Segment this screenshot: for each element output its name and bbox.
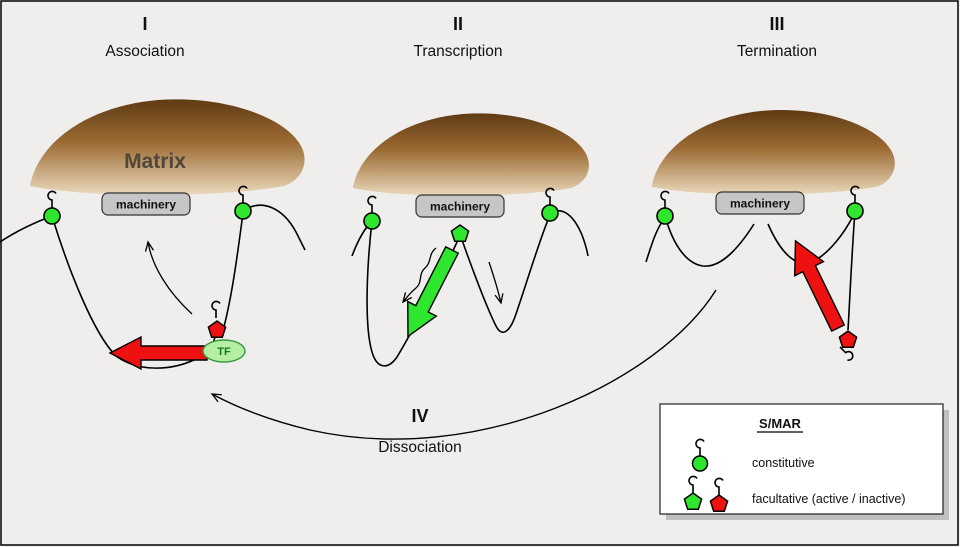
- chromatin-strand-segment: [847, 210, 856, 331]
- machinery-box-rect: [715, 191, 805, 215]
- stage-one-numeral: I: [142, 14, 147, 34]
- panel-termination: machinery: [645, 109, 895, 363]
- matrix-label: Matrix: [124, 150, 186, 173]
- constitutive-smar-icon: [846, 202, 864, 220]
- constitutive-smar-icon: [691, 455, 709, 472]
- chromatin-strand-segment: [220, 212, 244, 339]
- chromatin-strand-segment: [461, 214, 551, 334]
- stage-three-numeral: III: [769, 14, 784, 34]
- constitutive-smar-icon: [363, 212, 381, 230]
- machinery-label: machinery: [116, 198, 176, 212]
- machinery-box-2: machinery: [415, 194, 505, 218]
- machinery-label: machinery: [730, 197, 790, 211]
- legend-title: S/MAR: [759, 416, 802, 431]
- constitutive-smar-icon: [43, 207, 61, 225]
- stage-two-numeral: II: [453, 14, 463, 34]
- machinery-box-3: machinery: [715, 191, 805, 215]
- association-arrow: [144, 240, 193, 315]
- constitutive-smar-icon: [234, 202, 252, 220]
- stage-three-label: Termination: [737, 43, 817, 60]
- panel-transcription: machinery: [351, 113, 589, 367]
- legend-row-constitutive: constitutive: [691, 438, 815, 472]
- stage-heading-transcription: II Transcription: [413, 14, 502, 60]
- chromatin-strand-segment: [242, 204, 306, 251]
- chromatin-strand-segment: [549, 210, 589, 257]
- stage-heading-association: I Association: [105, 14, 184, 60]
- legend-constitutive-label: constitutive: [752, 456, 815, 470]
- panel-association: Matrix machinery TF: [0, 99, 306, 370]
- legend-facultative-label: facultative (active / inactive): [752, 492, 906, 506]
- stage-heading-termination: III Termination: [737, 14, 817, 60]
- transcript-squiggle-arrow: [402, 247, 437, 304]
- machinery-box-rect: [101, 192, 191, 216]
- machinery-box-rect: [415, 194, 505, 218]
- constitutive-smar-icon: [656, 207, 674, 225]
- machinery-box-1: machinery: [101, 192, 191, 216]
- stage-four-label: Dissociation: [378, 439, 462, 456]
- tf-label: TF: [217, 346, 231, 358]
- chromatin-strand-segment: [664, 215, 755, 267]
- legend-row-facultative: facultative (active / inactive): [683, 475, 906, 513]
- stage-two-label: Transcription: [413, 43, 502, 60]
- dissociation-cycle-arrow: [210, 289, 717, 440]
- tf-ellipse: [202, 339, 246, 363]
- strand-direction-arrow: [488, 261, 504, 305]
- legend-box: [659, 403, 944, 515]
- constitutive-smar-icon: [541, 204, 559, 222]
- stage-one-label: Association: [105, 43, 184, 60]
- stage-four-numeral: IV: [411, 406, 428, 426]
- stage-dissociation: IV Dissociation: [210, 289, 717, 456]
- legend: S/MAR constitutive facultative (active /…: [659, 403, 949, 520]
- machinery-label: machinery: [430, 200, 490, 214]
